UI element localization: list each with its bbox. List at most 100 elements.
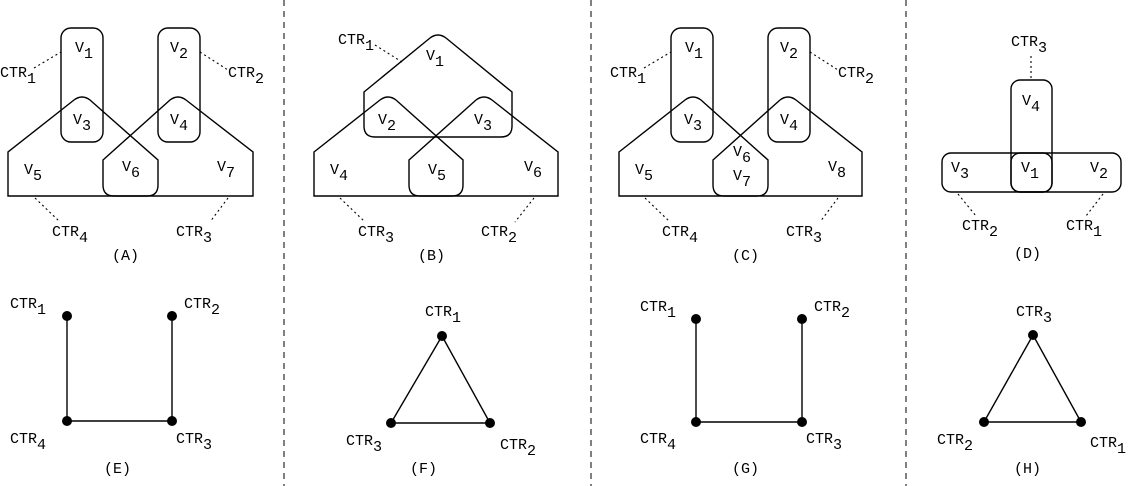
ctr3-label-b: CTR3: [358, 224, 394, 247]
var-v2-a: V2: [170, 40, 188, 63]
var-v3-b: V3: [474, 112, 492, 135]
panel-g: CTR1 CTR2 CTR4 CTR3 (G): [640, 299, 850, 478]
ctr2-label-h: CTR2: [937, 432, 973, 455]
node-ctr1-e: [62, 311, 72, 321]
node-ctr4-g: [691, 417, 701, 427]
var-v3-d: V3: [951, 160, 969, 183]
shape-ctr2-d: [941, 152, 1053, 193]
var-v3-a: V3: [73, 112, 91, 135]
caption-e: (E): [104, 461, 131, 478]
ctr1-link-d: [1085, 193, 1104, 217]
ctr4-label-g: CTR4: [640, 431, 676, 454]
var-v4-c: V4: [780, 112, 798, 135]
panel-d: V4 V3 V1 V2 CTR3 CTR2 CTR1 (D): [941, 34, 1122, 263]
var-v5-c: V5: [635, 162, 653, 185]
ctr1-label-d: CTR1: [1066, 218, 1102, 241]
panel-f: CTR1 CTR3 CTR2 (F): [346, 304, 536, 478]
var-v4-d: V4: [1022, 93, 1040, 116]
ctr4-label-a: CTR4: [52, 224, 88, 247]
node-ctr2-f: [485, 418, 495, 428]
ctr2-label-a: CTR2: [228, 65, 264, 88]
shape-ctr1-c: [670, 27, 714, 143]
panel-a: V1 V2 V3 V4 V5 V6 V7 CTR1 CTR2 CTR4 CTR3…: [0, 27, 264, 265]
ctr2-link-a: [199, 51, 229, 71]
var-v8-c: V8: [828, 159, 846, 182]
ctr4-label-e: CTR4: [10, 431, 46, 454]
var-v6-c: V6: [733, 144, 751, 167]
shape-ctr2-b: [408, 96, 559, 197]
edge-ctr1-ctr3-f: [390, 335, 443, 424]
ctr3-label-f: CTR3: [346, 433, 382, 456]
var-v7-c: V7: [733, 168, 751, 191]
var-v2-b: V2: [378, 112, 396, 135]
ctr1-label-b: CTR1: [338, 32, 374, 55]
var-v7-a: V7: [217, 159, 235, 182]
ctr3-link-a: [209, 197, 229, 223]
panel-c: V1 V2 V3 V4 V5 V6 V7 V8 CTR1 CTR2 CTR4 C…: [610, 27, 874, 265]
ctr2-label-e: CTR2: [184, 296, 220, 319]
edge-ctr3-ctr1-h: [1032, 334, 1082, 423]
node-ctr1-f: [437, 331, 447, 341]
var-v5-b: V5: [428, 162, 446, 185]
ctr2-link-b: [514, 197, 535, 223]
caption-h: (H): [1014, 461, 1041, 478]
node-ctr2-g: [797, 314, 807, 324]
ctr2-link-d: [957, 193, 977, 217]
var-v1-d: V1: [1021, 160, 1039, 183]
ctr3-label-e: CTR3: [176, 431, 212, 454]
node-ctr1-g: [691, 314, 701, 324]
edge-ctr3-ctr2-h: [983, 334, 1034, 423]
ctr3-label-g: CTR3: [806, 431, 842, 454]
ctr3-link-b: [339, 197, 366, 223]
var-v6-b: V6: [524, 159, 542, 182]
caption-d: (D): [1014, 246, 1041, 263]
ctr1-link-c: [643, 51, 672, 69]
ctr1-label-h: CTR1: [1090, 435, 1126, 458]
node-ctr3-f: [386, 418, 396, 428]
node-ctr3-g: [797, 417, 807, 427]
var-v4-a: V4: [170, 112, 188, 135]
node-ctr4-e: [62, 416, 72, 426]
shape-ctr1-a: [60, 27, 104, 143]
ctr3-label-a: CTR3: [176, 224, 212, 247]
edge-ctr1-ctr2-f: [441, 335, 491, 424]
shape-ctr1-b: [363, 34, 513, 138]
var-v5-a: V5: [24, 162, 42, 185]
ctr3-link-c: [819, 197, 839, 223]
var-v1-a: V1: [75, 40, 93, 63]
shape-ctr3-a: [102, 96, 254, 197]
shape-ctr2-a: [157, 27, 201, 143]
ctr4-label-c: CTR4: [662, 224, 698, 247]
ctr2-label-d: CTR2: [962, 218, 998, 241]
ctr1-link-b: [374, 44, 403, 63]
panel-b: V1 V2 V3 V4 V5 V6 CTR1 CTR3 CTR2 (B): [313, 32, 559, 265]
ctr1-link-a: [33, 51, 62, 69]
node-ctr3-e: [167, 416, 177, 426]
var-v1-c: V1: [685, 40, 703, 63]
node-ctr2-e: [167, 311, 177, 321]
ctr3-label-h: CTR3: [1016, 304, 1052, 327]
ctr2-label-f: CTR2: [500, 437, 536, 460]
caption-a: (A): [112, 248, 139, 265]
var-v6-a: V6: [122, 159, 140, 182]
ctr2-label-b: CTR2: [481, 224, 517, 247]
caption-f: (F): [410, 461, 437, 478]
panel-e: CTR1 CTR2 CTR4 CTR3 (E): [10, 296, 220, 478]
shape-ctr1-d: [1010, 152, 1122, 193]
ctr1-label-f: CTR1: [425, 304, 461, 327]
var-v2-c: V2: [780, 40, 798, 63]
caption-g: (G): [732, 461, 759, 478]
caption-b: (B): [418, 248, 445, 265]
ctr2-link-c: [809, 51, 839, 71]
panel-h: CTR3 CTR2 CTR1 (H): [937, 304, 1126, 478]
ctr1-label-e: CTR1: [10, 296, 46, 319]
var-v4-b: V4: [330, 162, 348, 185]
node-ctr2-h: [979, 417, 989, 427]
var-v3-c: V3: [684, 112, 702, 135]
ctr3-label-d: CTR3: [1011, 34, 1047, 57]
ctr3-label-c: CTR3: [786, 224, 822, 247]
caption-c: (C): [732, 248, 759, 265]
ctr1-label-g: CTR1: [640, 299, 676, 322]
ctr4-link-c: [644, 197, 671, 223]
